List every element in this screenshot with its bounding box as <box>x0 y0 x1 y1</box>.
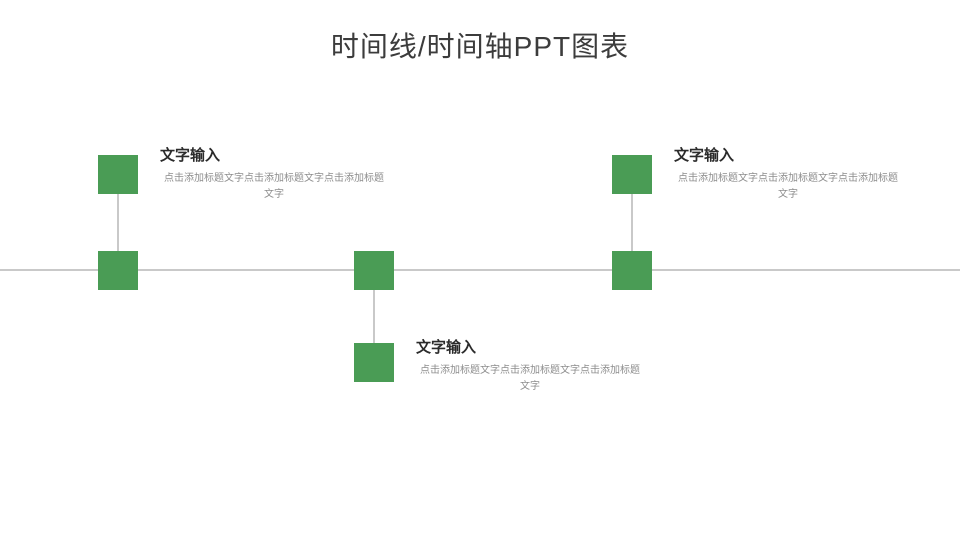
node-marker-square-axis-2[interactable] <box>354 251 394 290</box>
node-connector-line-2 <box>373 290 375 343</box>
node-body-1: 点击添加标题文字点击添加标题文字点击添加标题文字 <box>164 173 384 200</box>
page-title: 时间线/时间轴PPT图表 <box>330 31 630 62</box>
node-text-block-2: 文字输入 点击添加标题文字点击添加标题文字点击添加标题文字 <box>416 338 644 395</box>
node-marker-square-axis-1[interactable] <box>98 251 138 290</box>
node-marker-square-lower-2[interactable] <box>354 343 394 382</box>
node-connector-line-3 <box>631 194 633 251</box>
node-heading-3: 文字输入 <box>674 147 735 164</box>
node-heading-2: 文字输入 <box>416 339 477 356</box>
node-text-block-3: 文字输入 点击添加标题文字点击添加标题文字点击添加标题文字 <box>674 146 902 203</box>
node-body-2: 点击添加标题文字点击添加标题文字点击添加标题文字 <box>420 365 640 392</box>
node-connector-line-1 <box>117 194 119 251</box>
node-marker-square-axis-3[interactable] <box>612 251 652 290</box>
timeline-axis <box>0 269 960 271</box>
node-text-block-1: 文字输入 点击添加标题文字点击添加标题文字点击添加标题文字 <box>160 146 388 203</box>
node-marker-square-upper-3[interactable] <box>612 155 652 194</box>
node-heading-1: 文字输入 <box>160 147 221 164</box>
node-body-3: 点击添加标题文字点击添加标题文字点击添加标题文字 <box>678 173 898 200</box>
node-marker-square-upper-1[interactable] <box>98 155 138 194</box>
